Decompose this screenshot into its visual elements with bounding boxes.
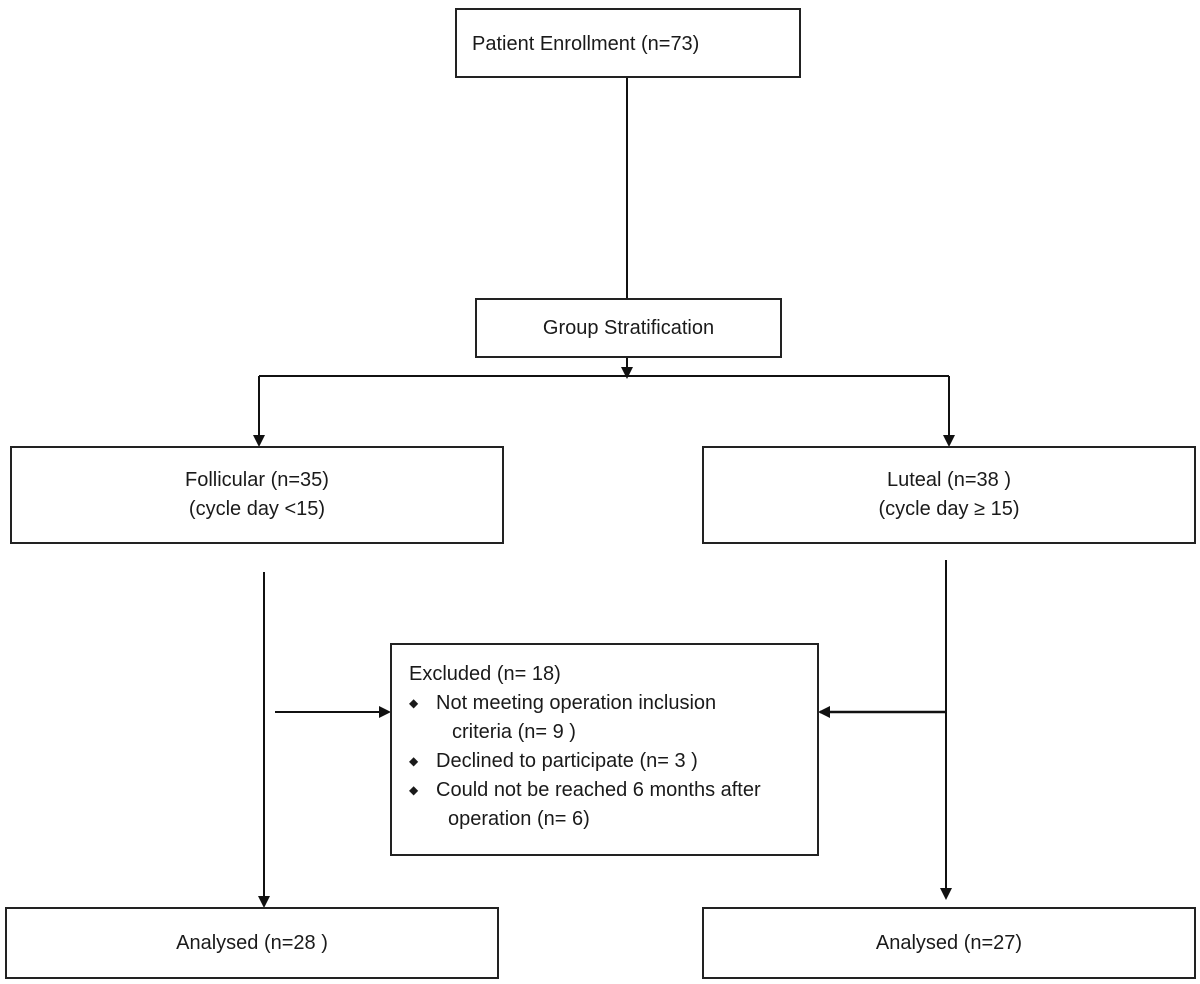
diamond-bullet-icon: ◆ [409, 783, 419, 797]
analysed-left-box: Analysed (n=28 ) [5, 907, 499, 979]
stratification-label: Group Stratification [542, 316, 715, 339]
enrollment-label: Patient Enrollment (n=73) [472, 33, 700, 55]
exclusion-item-text-cont: operation (n= 6) [448, 808, 590, 830]
luteal-box: Luteal (n=38 ) (cycle day ≥ 15) [702, 446, 1196, 544]
diamond-bullet-icon: ◆ [409, 754, 419, 768]
analysed-left-label: Analysed (n=28 ) [176, 931, 328, 954]
exclusion-item: ◆ Not meeting operation inclusion criter… [409, 689, 809, 747]
exclusion-item-text: Not meeting operation inclusion [436, 692, 717, 714]
stratification-box: Group Stratification [475, 298, 782, 358]
exclusion-item: ◆ Declined to participate (n= 3 ) [409, 747, 809, 776]
excluded-heading: Excluded (n= 18) [409, 663, 561, 685]
exclusion-item-text: Could not be reached 6 months after [436, 779, 761, 801]
luteal-subtitle: (cycle day ≥ 15) [878, 498, 1020, 520]
analysed-right-label: Analysed (n=27) [875, 931, 1023, 954]
follicular-title: Follicular (n=35) [185, 469, 329, 491]
excluded-box: Excluded (n= 18) ◆ Not meeting operation… [390, 643, 819, 856]
analysed-right-box: Analysed (n=27) [702, 907, 1196, 979]
luteal-title: Luteal (n=38 ) [887, 469, 1011, 491]
exclusion-item-text: Declined to participate (n= 3 ) [436, 750, 698, 772]
exclusion-list: ◆ Not meeting operation inclusion criter… [409, 689, 809, 834]
exclusion-item-text-cont: criteria (n= 9 ) [452, 721, 576, 743]
diamond-bullet-icon: ◆ [409, 696, 419, 710]
follicular-subtitle: (cycle day <15) [188, 498, 326, 520]
follicular-box: Follicular (n=35) (cycle day <15) [10, 446, 504, 544]
enrollment-box: Patient Enrollment (n=73) [455, 8, 801, 78]
exclusion-item: ◆ Could not be reached 6 months after op… [409, 776, 809, 834]
